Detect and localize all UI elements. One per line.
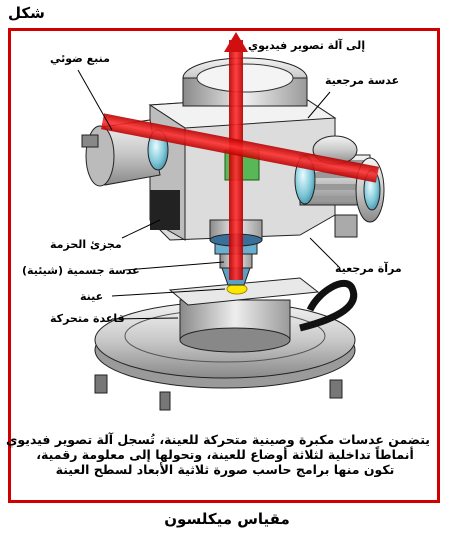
- label-sample: عينة: [80, 290, 104, 303]
- label-beam-splitter: مجزئ الحزمة: [50, 238, 122, 251]
- leader-lines: [77, 69, 341, 320]
- label-reference-lens: عدسة مرجعية: [325, 74, 400, 87]
- caption-line-1: يتضمن عدسات مكبرة وصينية متحركة للعينة، …: [5, 432, 430, 447]
- horizontal-beam: [101, 113, 379, 183]
- sample-stage: [168, 277, 320, 353]
- caption-line-3: تكون منها برامج حاسب صورة ثلاثية الأبعاد…: [55, 462, 395, 477]
- beam-arrow-up: [224, 32, 248, 52]
- label-reference-mirror: مرآة مرجعية: [335, 262, 402, 275]
- figure-frame: [8, 28, 440, 503]
- label-light-source: منبع ضوئي: [50, 52, 110, 65]
- caption-line-2: أنماطاً تداخلية لثلاثة أوضاع للعينة، وتح…: [36, 447, 414, 462]
- label-moving-stage: قاعدة متحركة: [50, 312, 125, 325]
- label-objective-lens: عدسة جسمية (شيئية): [22, 264, 140, 277]
- caption: يتضمن عدسات مكبرة وصينية متحركة للعينة، …: [5, 432, 430, 477]
- label-to-video-camera: إلى آلة تصوير فيديوي: [248, 39, 366, 52]
- figure-label: شكل: [8, 4, 45, 22]
- vertical-beam: [229, 40, 243, 280]
- cable: [299, 279, 358, 332]
- light-beams: [101, 32, 379, 280]
- figure-title: مقياس ميكلسون: [164, 510, 290, 528]
